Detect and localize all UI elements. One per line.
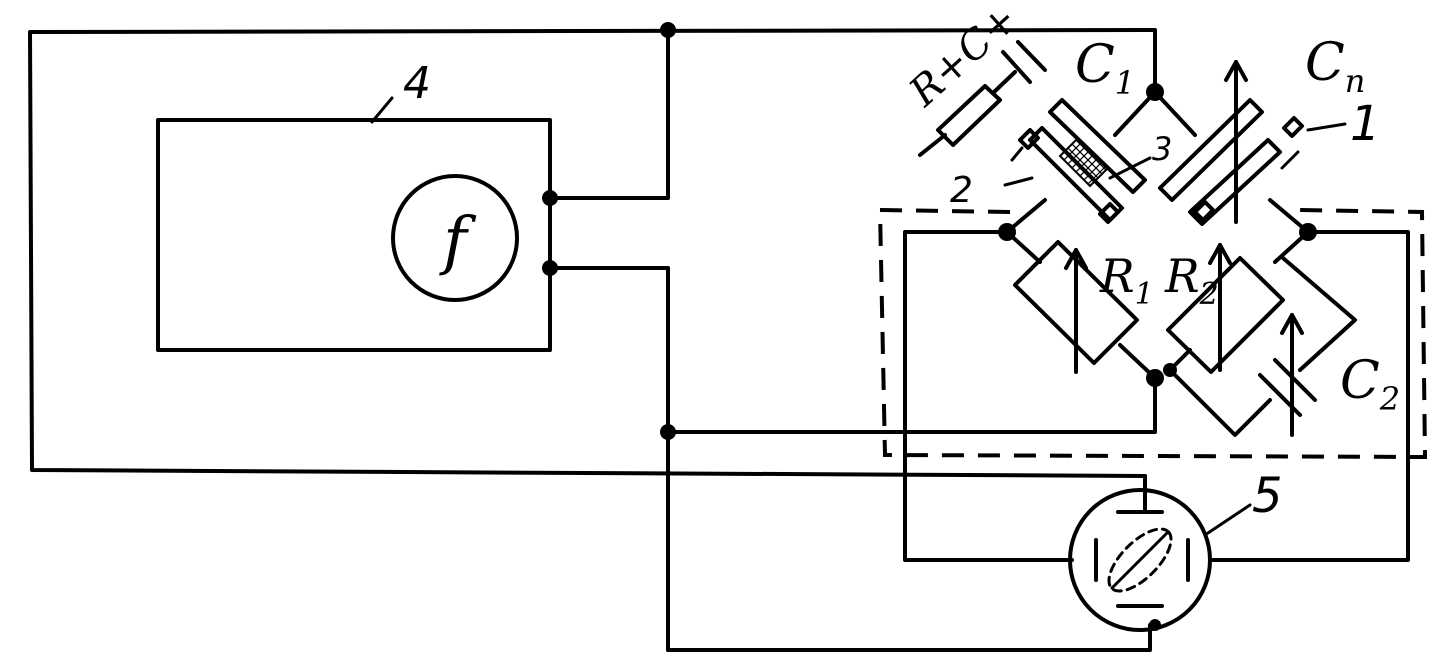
capacitor-c2-plate-b <box>1273 358 1317 402</box>
arm-c1-wire-b <box>1005 198 1047 234</box>
r2-arrow-head <box>1208 243 1232 265</box>
wire-generator-top <box>548 28 670 200</box>
indicator-tube <box>1068 488 1212 632</box>
electrode-lead <box>1010 146 1024 162</box>
cn-label: Cn <box>1305 33 1365 100</box>
indicator-leader-line <box>1203 503 1252 537</box>
wire-generator-bottom <box>548 266 1157 434</box>
c2-arrow-head <box>1280 313 1304 335</box>
pointer-3-label: 3 <box>1152 130 1172 168</box>
pointer-1-label: 1 <box>1350 96 1381 152</box>
pointer-2-label: 2 <box>950 170 973 211</box>
junction-top <box>660 22 676 38</box>
pointer-2-leader <box>1003 176 1034 187</box>
arm-r2-wire-b <box>1168 348 1192 372</box>
wire-right-to-indicator <box>1208 230 1410 562</box>
arm-c1-wire-a <box>1113 90 1157 137</box>
capacitor-cn-plate-b <box>1188 138 1282 226</box>
arm-r2-wire-a <box>1273 230 1310 264</box>
rc-branch-wire-a <box>918 133 947 157</box>
c2-label: C2 <box>1340 351 1400 418</box>
frequency-meter <box>391 174 519 302</box>
cn-arrow-head <box>1224 60 1248 82</box>
r2-label: R2 <box>1164 249 1219 312</box>
wire-indicator-bottom <box>666 623 1152 652</box>
shield-outline <box>877 207 1428 460</box>
rc-branch-cap-plate-a <box>1001 50 1032 84</box>
wire-left-to-indicator <box>903 230 1074 562</box>
capacitor-c1-plate-b <box>1028 126 1124 222</box>
electrode-right-a <box>1282 116 1304 138</box>
junction-bottom <box>660 424 676 440</box>
indicator-trace-line <box>1110 530 1170 590</box>
sample-leader-line <box>1108 156 1152 180</box>
arm-r1-wire-a <box>1005 230 1042 264</box>
arm-r1-wire-b <box>1118 343 1157 380</box>
electrode-left-b <box>1098 202 1120 224</box>
resistor-r1 <box>1013 240 1139 365</box>
frequency-symbol: f <box>439 204 477 278</box>
indicator-terminal-bottom <box>1149 619 1161 631</box>
arm-cn-wire-a <box>1153 90 1197 137</box>
rc-branch-cap-plate-b <box>1016 40 1047 72</box>
rc-branch-resistor <box>936 84 1002 147</box>
c2-branch-wire-a <box>1168 368 1272 437</box>
generator-number: 4 <box>403 58 431 109</box>
electrode-right-b <box>1193 200 1215 222</box>
r1-label: R1 <box>1099 249 1154 312</box>
generator-leader-line <box>370 96 394 124</box>
r1-arrow-head <box>1064 248 1088 270</box>
electrode-right-lead <box>1280 150 1300 170</box>
generator-block <box>156 118 552 352</box>
c2-branch-wire-b <box>1281 256 1357 372</box>
indicator-number: 5 <box>1252 468 1283 524</box>
rc-branch-wire-b <box>991 70 1017 95</box>
pointer-1-leader <box>1306 122 1347 132</box>
c1-label: C1 <box>1075 35 1135 102</box>
capacitor-cn-plate-a <box>1158 98 1264 202</box>
resistor-r2 <box>1166 256 1285 374</box>
arm-cn-wire-b <box>1268 198 1310 234</box>
sample-element <box>1058 136 1110 188</box>
electrode-left-a <box>1018 128 1040 150</box>
